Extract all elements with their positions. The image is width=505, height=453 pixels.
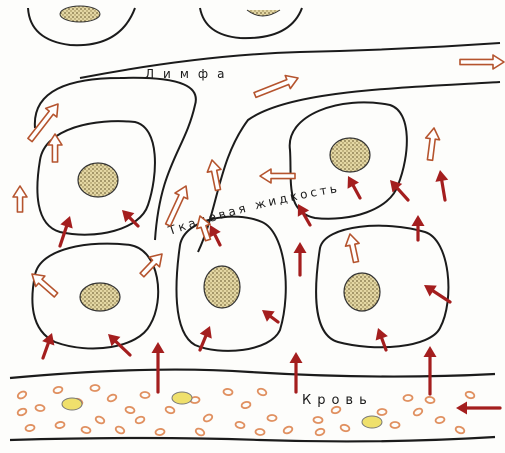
blood-cells [17,385,476,437]
lymph-label: Лимфа [145,67,234,81]
red-blood-cell [115,425,126,434]
red-arrow [424,285,450,302]
red-blood-cell [81,426,91,434]
red-arrow [42,333,54,358]
red-arrow [424,346,437,394]
red-blood-cell [53,386,63,394]
top-partial-cells [28,6,302,45]
red-blood-cell [90,385,99,391]
nucleus-5 [344,273,380,311]
nucleus-2 [330,138,370,172]
top-cell-left-nucleus [60,6,100,22]
platelet [172,392,192,404]
red-blood-cell [425,396,435,403]
blood-vessel-upper-wall [10,370,495,378]
red-blood-cell [413,407,424,417]
red-arrow [456,402,500,415]
red-blood-cell [435,416,445,424]
red-arrow [60,216,73,246]
blood-label: Кровь [302,393,373,408]
cell-nuclei [78,138,380,311]
red-arrow [348,176,360,198]
lymph-vessel-upper-wall [80,43,500,78]
red-blood-cell [257,388,268,397]
red-arrow [435,170,448,200]
red-blood-cell [391,422,400,428]
red-blood-cell [55,421,65,429]
red-arrow [209,225,221,245]
red-arrow [290,352,303,392]
blood-vessel-lower-wall [10,437,495,441]
outline-arrow [460,55,504,69]
blood-vessel: Кровь [10,370,495,442]
red-arrow [262,310,278,322]
red-blood-cell [241,401,251,409]
red-blood-cell [465,391,475,400]
platelet [362,416,382,428]
red-blood-cell [125,406,135,414]
red-blood-cell [195,427,206,437]
red-blood-cell [315,428,325,436]
red-blood-cell [35,404,45,411]
red-blood-cell [377,409,386,416]
red-blood-cell [403,395,412,402]
red-blood-cell [107,393,118,402]
red-arrow [200,326,212,350]
outline-arrow [48,134,62,162]
nucleus-3 [80,283,120,311]
red-blood-cell [17,407,28,416]
red-blood-cell [135,416,146,425]
red-blood-cell [95,415,106,424]
red-arrow [152,342,165,392]
outline-arrow [207,160,221,191]
outline-arrow [13,186,27,212]
red-blood-cell [255,429,264,436]
nucleus-1 [78,163,118,197]
red-blood-cell [223,388,233,395]
nucleus-4 [204,266,240,308]
red-blood-cell [235,421,245,429]
outline-arrow [426,128,440,160]
red-arrow [108,334,130,355]
red-blood-cell [455,425,466,434]
outline-arrow [32,274,58,297]
red-arrow [298,204,310,225]
red-blood-cell [340,424,350,432]
tissue-cells [32,102,448,350]
red-blood-cell [17,390,28,400]
outline-arrow [254,76,298,98]
red-blood-cell [283,425,294,434]
red-blood-cell [313,417,322,424]
red-blood-cell [267,415,276,421]
top-cell-right-nucleus [247,10,280,16]
red-arrow [390,180,408,200]
red-blood-cell [203,413,214,423]
red-blood-cell [165,406,175,414]
tissue-fluid-label: Тканевая жидкость [166,181,341,238]
red-blood-cell [140,392,149,398]
red-arrow [294,242,307,275]
red-blood-cell [155,428,165,435]
outline-arrow [346,234,360,263]
red-arrow [412,215,425,240]
outline-arrow [140,254,162,277]
platelet [62,398,82,410]
red-blood-cell [25,424,35,431]
